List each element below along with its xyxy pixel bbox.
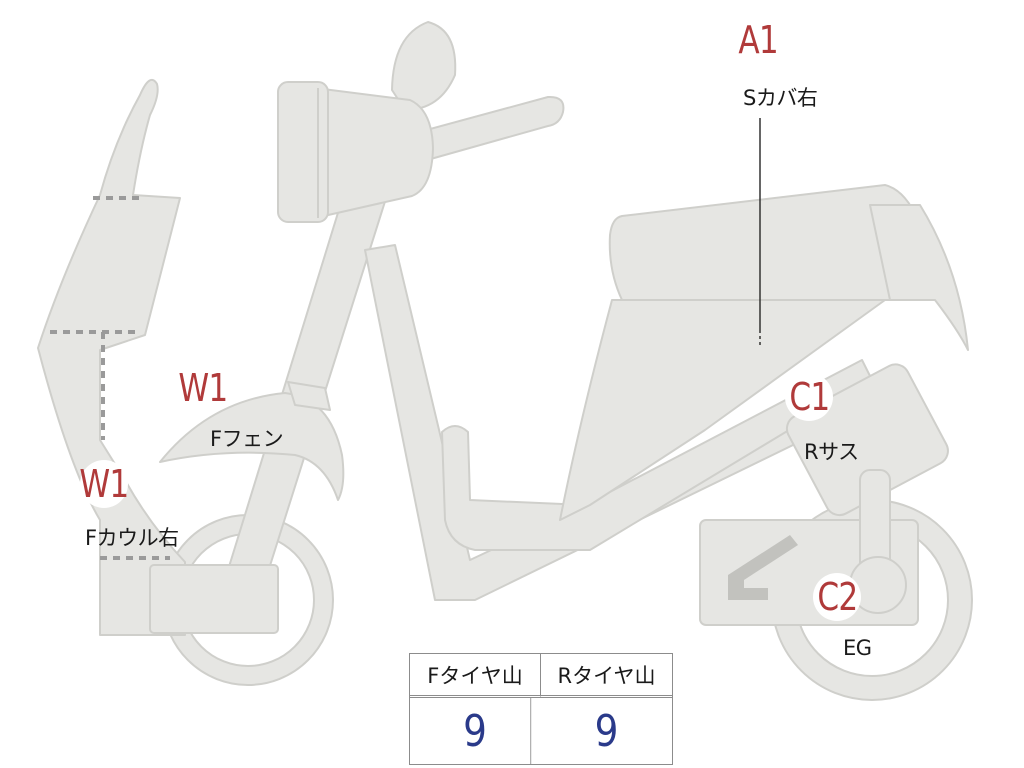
damage-marker-c1: C1 (785, 373, 833, 421)
mirror (391, 21, 457, 111)
footrest (149, 564, 279, 634)
front-cowl (37, 78, 186, 636)
rear-tire-tread-value: 9 (594, 705, 619, 757)
front-fork (227, 189, 389, 573)
part-label-front-fender: Fフェン (210, 427, 284, 451)
part-label-rear-suspension: Rサス (804, 440, 859, 464)
side-cover (559, 299, 886, 521)
handlebar (407, 95, 565, 163)
headlight (277, 81, 329, 223)
front-tire-tread-header: Fタイヤ山 (410, 654, 541, 698)
damage-marker-w1-cowl: W1 (79, 460, 130, 508)
cowl-panel-lines (50, 196, 170, 560)
seat (608, 184, 919, 301)
rear-fender (869, 204, 969, 351)
part-label-engine: EG (843, 636, 872, 660)
part-label-front-cowl-right: Fカウル右 (85, 526, 179, 550)
damage-code: C2 (817, 575, 858, 619)
exhaust-pipe (728, 535, 798, 600)
damage-code: W1 (178, 366, 229, 410)
damage-marker-a1: A1 (734, 16, 782, 64)
damage-marker-w1-fender: W1 (178, 364, 229, 412)
damage-marker-c2: C2 (813, 573, 861, 621)
tire-tread-table: Fタイヤ山 Rタイヤ山 9 9 (409, 653, 673, 765)
part-label-side-cover-right: Sカバ右 (743, 86, 818, 110)
damage-code: C1 (789, 375, 830, 419)
rear-tire-tread-header: Rタイヤ山 (541, 654, 672, 698)
damage-code: A1 (738, 18, 778, 62)
damage-code: W1 (79, 462, 130, 506)
headlight-housing (314, 87, 434, 219)
front-tire-tread-value: 9 (420, 698, 532, 764)
front-fender (159, 392, 345, 501)
floorboard (441, 359, 873, 551)
